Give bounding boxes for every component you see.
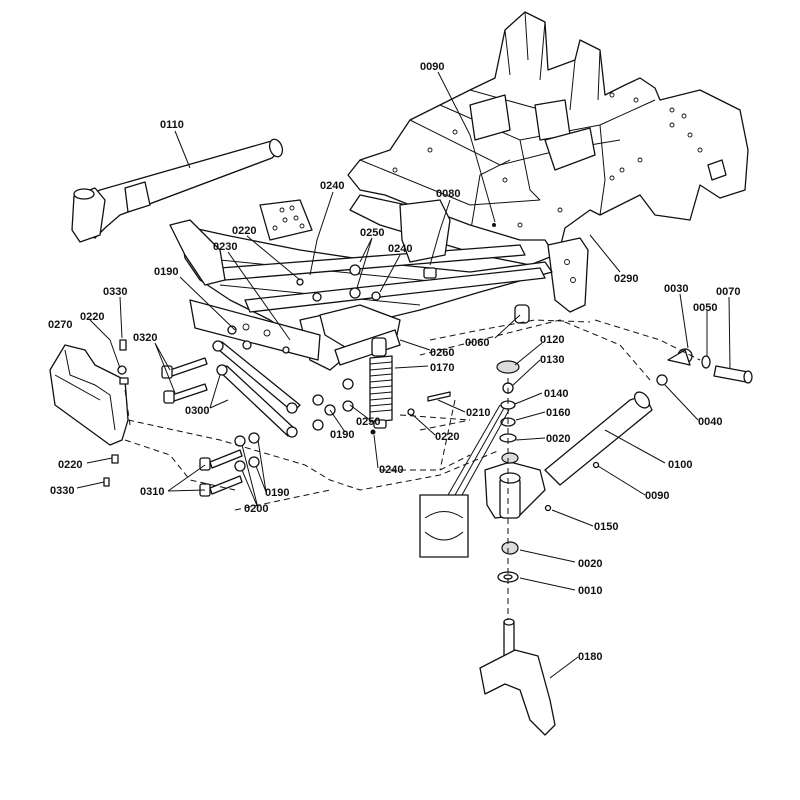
callout-0290: 0290 xyxy=(614,273,638,285)
assembly-dashed-lines xyxy=(124,319,701,620)
callout-0240-bottom: 0240 xyxy=(379,464,403,476)
tie-rods-0300 xyxy=(212,340,301,438)
callout-0320: 0320 xyxy=(133,332,157,344)
callout-0220-mid: 0220 xyxy=(435,431,459,443)
callout-0270: 0270 xyxy=(48,319,72,331)
main-frame xyxy=(169,11,749,371)
spindle-assembly xyxy=(479,348,753,736)
callout-0200: 0200 xyxy=(244,503,268,515)
front-shield-0270 xyxy=(49,344,129,446)
callout-0020-top: 0020 xyxy=(546,433,570,445)
callout-0220-top: 0220 xyxy=(232,225,256,237)
callout-0330-top: 0330 xyxy=(103,286,127,298)
callout-0040: 0040 xyxy=(698,416,722,428)
callout-0240-top: 0240 xyxy=(320,180,344,192)
fasteners-left xyxy=(103,325,354,497)
shock-absorber-0170 xyxy=(369,337,393,429)
callout-0120: 0120 xyxy=(540,334,564,346)
callout-0010: 0010 xyxy=(578,585,602,597)
callout-0170: 0170 xyxy=(430,362,454,374)
callout-0150: 0150 xyxy=(594,521,618,533)
fasteners-frame xyxy=(282,223,530,435)
callout-0220-bottom: 0220 xyxy=(58,459,82,471)
callout-0090-top: 0090 xyxy=(420,61,444,73)
callout-0330-bottom: 0330 xyxy=(50,485,74,497)
axle-bar-0110 xyxy=(71,138,284,243)
callout-0250-top: 0250 xyxy=(360,227,384,239)
callout-labels: 0090 0110 0240 0080 0250 0240 0220 0230 … xyxy=(48,61,740,663)
callout-0130: 0130 xyxy=(540,354,564,366)
callout-0230: 0230 xyxy=(213,241,237,253)
callout-0070: 0070 xyxy=(716,286,740,298)
callout-0300: 0300 xyxy=(185,405,209,417)
callout-0100: 0100 xyxy=(668,459,692,471)
callout-0160: 0160 xyxy=(546,407,570,419)
callout-0020-bottom: 0020 xyxy=(578,558,602,570)
callout-0030: 0030 xyxy=(664,283,688,295)
callout-0190-top: 0190 xyxy=(154,266,178,278)
callout-0110: 0110 xyxy=(160,119,184,131)
leader-lines xyxy=(76,71,731,679)
callout-0180: 0180 xyxy=(578,651,602,663)
callout-0210: 0210 xyxy=(466,407,490,419)
callout-0140: 0140 xyxy=(544,388,568,400)
callout-0050: 0050 xyxy=(693,302,717,314)
detail-inset xyxy=(419,404,510,558)
callout-0250-mid: 0250 xyxy=(356,416,380,428)
callout-0260: 0260 xyxy=(430,347,454,359)
callout-0190-mid: 0190 xyxy=(330,429,354,441)
callout-0190-bottom: 0190 xyxy=(265,487,289,499)
callout-0240-mid: 0240 xyxy=(388,243,412,255)
callout-0060: 0060 xyxy=(465,337,489,349)
callout-0310: 0310 xyxy=(140,486,164,498)
callout-0090-right: 0090 xyxy=(645,490,669,502)
callout-0220-left: 0220 xyxy=(80,311,104,323)
callout-0080: 0080 xyxy=(436,188,460,200)
